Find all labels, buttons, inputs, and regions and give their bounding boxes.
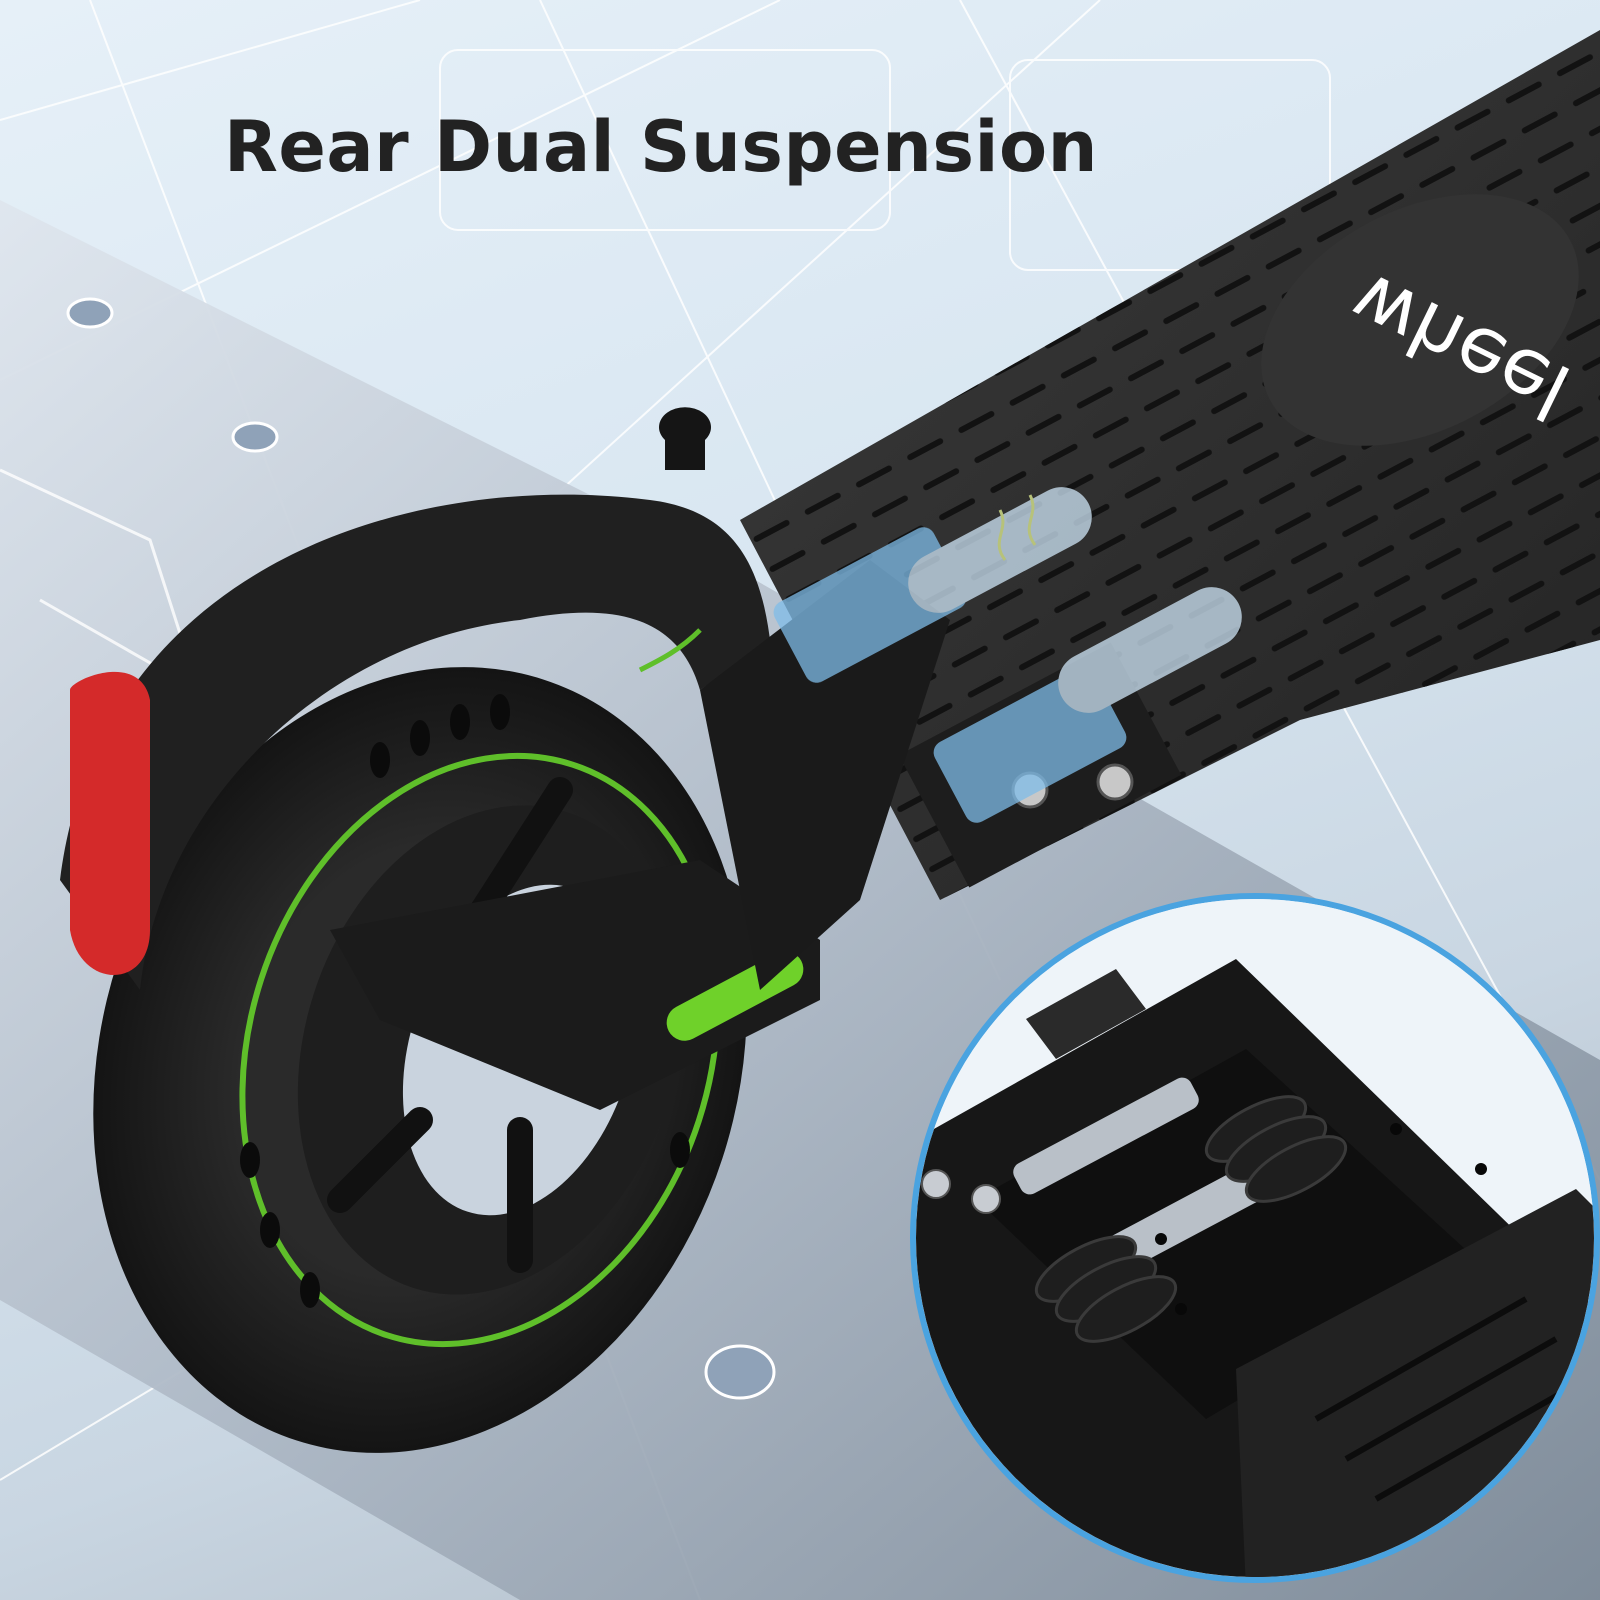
suspension-detail-inset xyxy=(910,893,1600,1583)
suspension-closeup-icon xyxy=(916,899,1594,1577)
headline-title: Rear Dual Suspension xyxy=(224,106,1098,188)
